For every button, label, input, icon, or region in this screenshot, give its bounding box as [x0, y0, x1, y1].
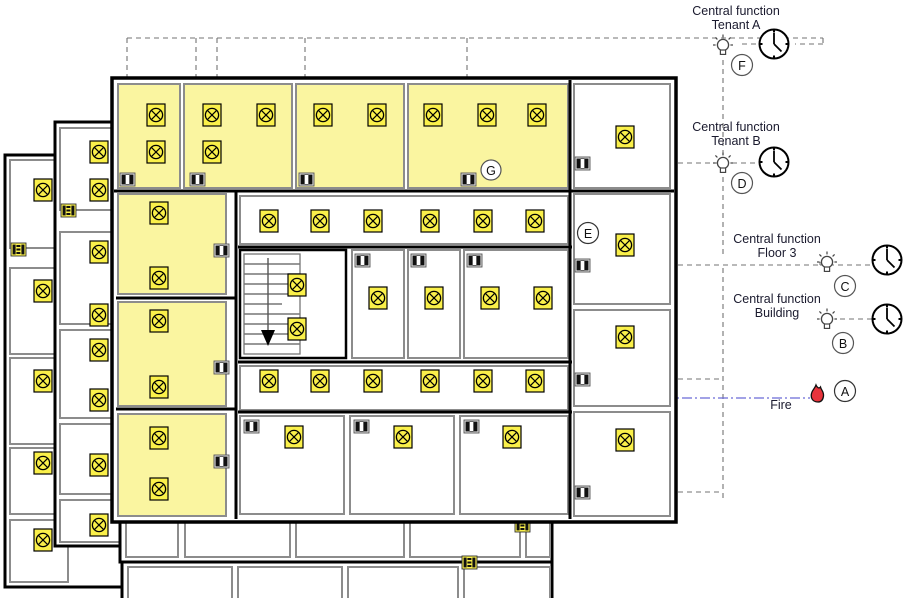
svg-text:A: A [841, 385, 850, 399]
room-b1 [239, 415, 345, 515]
plan-marker-e: E [576, 221, 600, 245]
legend-label-floor-3: Central function Floor 3 [714, 232, 840, 260]
floor-plate-low-2 [120, 555, 554, 598]
room-m3 [463, 249, 569, 359]
legend-label-line: Central function [733, 232, 821, 246]
room-l3 [117, 413, 230, 517]
room-t4 [407, 83, 569, 189]
legend-label-tenant-a: Central function Tenant A [676, 4, 796, 32]
room-t2 [183, 83, 293, 189]
svg-text:G: G [486, 164, 496, 178]
room-r3 [573, 309, 671, 407]
legend-label-line: Fire [770, 398, 792, 412]
svg-text:B: B [839, 337, 847, 351]
legend-label-line: Tenant B [711, 134, 761, 148]
floor-plate-main [110, 76, 678, 524]
clock-icon [871, 303, 903, 335]
corridor-upper [239, 195, 569, 245]
room-l2 [117, 301, 230, 407]
svg-text:D: D [737, 177, 746, 191]
room-r4 [573, 411, 671, 517]
room-m1 [351, 249, 405, 359]
legend-building: B [816, 303, 903, 355]
svg-text:F: F [738, 59, 746, 73]
plan-marker-g: G [480, 159, 502, 181]
legend-label-line: Tenant A [711, 18, 761, 32]
room-b3 [459, 415, 569, 515]
room-t3 [295, 83, 405, 189]
corridor-lower [239, 365, 569, 411]
legend-tenant-a: F [712, 28, 790, 77]
room-t1 [117, 83, 181, 189]
room-b2 [349, 415, 455, 515]
room-m2 [407, 249, 461, 359]
svg-text:C: C [840, 280, 849, 294]
clock-icon [758, 28, 790, 60]
legend-label-line: Central function [692, 120, 780, 134]
room-r1 [573, 83, 671, 189]
stairwell [238, 248, 348, 360]
svg-text:E: E [584, 227, 592, 241]
legend-label-tenant-b: Central function Tenant B [676, 120, 796, 148]
clock-icon [758, 146, 790, 178]
legend-tenant-b: D [712, 146, 790, 195]
legend-label-fire: Fire [758, 398, 804, 412]
legend-label-line: Central function [692, 4, 780, 18]
legend-label-line: Central function [733, 292, 821, 306]
room-r2 [573, 193, 671, 305]
legend-fire: A [810, 379, 857, 403]
legend-floor-3: C [816, 244, 903, 298]
room-l1 [117, 193, 230, 295]
flame-icon [810, 383, 825, 403]
legend-label-line: Building [754, 306, 800, 320]
clock-icon [871, 244, 903, 276]
legend-label-building: Central function Building [714, 292, 840, 320]
legend-label-line: Floor 3 [757, 246, 797, 260]
